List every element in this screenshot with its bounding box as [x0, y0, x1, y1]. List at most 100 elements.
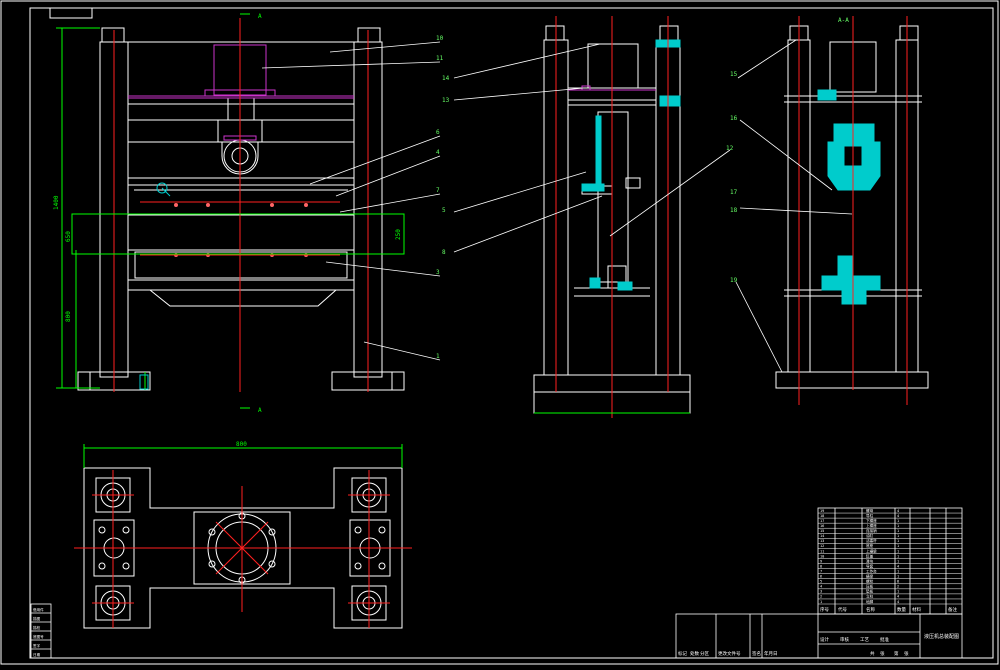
- bom-grid: [818, 512, 962, 605]
- dim-height-label: 1400: [53, 195, 60, 210]
- bom-cell-qty: 4: [897, 564, 899, 568]
- bom-header-no: 序号: [820, 606, 829, 613]
- front-callout-6: 1: [436, 353, 440, 360]
- side-callout-0: 14: [442, 75, 450, 82]
- bom-cell-name: 油缸: [866, 533, 874, 538]
- bom-cell-name: 上模座: [866, 523, 877, 528]
- bom-cell-name: 导柱: [866, 513, 874, 518]
- front-centerlines: [113, 18, 369, 392]
- bom-cell-qty: 1: [897, 539, 899, 543]
- bom-cell-no: 15: [820, 529, 824, 533]
- title-label-0: 标记: [678, 650, 687, 657]
- bom-cell-qty: 4: [897, 595, 899, 599]
- side-callout-numbers: 14 13 5 8 12: [442, 75, 734, 256]
- sheet-info-3: 张: [904, 650, 909, 657]
- bom-cell-name: 活塞杆: [866, 538, 877, 543]
- title-label-3: 更改文件号: [718, 650, 741, 657]
- revision-label-3: 底图号: [33, 634, 44, 639]
- bom-cell-qty: 8: [897, 580, 899, 584]
- bom-cell-no: 11: [820, 549, 824, 553]
- bom-cell-qty: 1: [897, 524, 899, 528]
- front-dimensions: [56, 13, 405, 409]
- bom-cell-no: 14: [820, 534, 824, 538]
- bom-cell-qty: 1: [897, 554, 899, 558]
- title-label-2: 分区: [700, 650, 709, 657]
- bom-cell-qty: 1: [897, 569, 899, 573]
- title-label-1: 处数: [690, 650, 699, 657]
- bom-cell-name: 地脚: [866, 599, 874, 604]
- bom-header: 序号 代号 名称 数量 材料 备注: [820, 606, 957, 613]
- side-centerlines: [555, 16, 669, 418]
- bom-cell-name: 螺母: [866, 508, 874, 513]
- bom-cell-no: 4: [820, 585, 822, 589]
- front-cyan-marker: [139, 374, 149, 390]
- sheet-info-1: 张: [880, 650, 885, 657]
- bom-cell-name: 下模座: [866, 518, 877, 523]
- section-title: A-A: [838, 17, 849, 24]
- title-label-4: 签名: [752, 650, 761, 657]
- sheet-info-2: 第: [894, 650, 899, 657]
- revision-label-2: 描校: [33, 625, 41, 630]
- bom-cell-no: 2: [820, 595, 822, 599]
- sign-label-2: 工艺: [860, 637, 869, 643]
- bom-cell-name: 底座: [866, 543, 874, 548]
- title-block-drawing-title: 液压机总装配图: [924, 633, 959, 640]
- side-callout-1: 13: [442, 97, 450, 104]
- section-callout-3: 18: [730, 207, 738, 214]
- section-centerlines: [798, 16, 908, 405]
- bom-cell-name: 导套: [866, 563, 874, 568]
- bom-header-note: 备注: [948, 606, 957, 613]
- revision-label-4: 签字: [33, 643, 41, 648]
- bom-cell-name: 缸盖: [866, 553, 874, 558]
- revision-label-5: 日期: [33, 652, 41, 657]
- bom-cell-name: 工作台: [866, 568, 877, 573]
- bom-header-name: 名称: [866, 606, 875, 613]
- section-mark-bottom: A: [258, 407, 262, 414]
- bom-header-code: 代号: [838, 606, 847, 613]
- section-callout-4: 19: [730, 277, 738, 284]
- bom-cell-qty: 4: [897, 600, 899, 604]
- bom-cell-no: 1: [820, 600, 822, 604]
- dim-middle-label: 650: [65, 231, 72, 242]
- front-table-holes: [174, 203, 308, 257]
- bom-cell-no: 6: [820, 575, 822, 579]
- bom-cell-qty: 1: [897, 544, 899, 548]
- section-callout-leaders: [735, 39, 853, 373]
- bom-cell-no: 16: [820, 524, 824, 528]
- section-callout-numbers: A-A 15 16 17 18 19: [730, 17, 849, 284]
- bom-cell-no: 13: [820, 539, 824, 543]
- top-centerlines: [74, 470, 412, 628]
- bom-cell-no: 8: [820, 564, 822, 568]
- front-callout-3: 4: [436, 149, 440, 156]
- side-callout-4: 12: [726, 145, 734, 152]
- bom-cell-name: 上横梁: [866, 548, 877, 553]
- revision-label-1: 描图: [33, 616, 41, 621]
- top-dimension: [83, 444, 403, 468]
- bom-cell-name: 横梁: [866, 574, 874, 579]
- sheet-inner-border: [29, 7, 994, 659]
- bom-header-material: 材料: [912, 606, 921, 613]
- revision-label-0: 借用件: [33, 607, 44, 612]
- sign-label-0: 设计: [820, 636, 829, 643]
- front-callout-5: 3: [436, 269, 440, 276]
- front-callout-4: 7: [436, 187, 440, 194]
- front-view: [77, 27, 405, 391]
- side-section-fill: [581, 39, 681, 291]
- section-callout-0: 15: [730, 71, 738, 78]
- bom-cell-name: 连接销: [866, 528, 877, 533]
- title-label-5: 年月日: [764, 650, 778, 657]
- side-callout-leaders: [453, 43, 731, 253]
- section-callout-2: 17: [730, 189, 738, 196]
- revision-strip-labels: 借用件 描图 描校 底图号 签字 日期: [33, 607, 44, 657]
- sheet-tab-mark: [49, 8, 93, 19]
- sheet-info-0: 共: [870, 650, 875, 657]
- front-callout-0: 10: [436, 35, 444, 42]
- sign-label-1: 审核: [840, 636, 849, 643]
- title-block-text: 液压机总装配图 标记 处数 分区 更改文件号 签名 年月日 设计 审核 工艺 批…: [678, 633, 959, 657]
- section-fill: [817, 89, 881, 305]
- bom-cell-name: 螺栓: [866, 579, 874, 584]
